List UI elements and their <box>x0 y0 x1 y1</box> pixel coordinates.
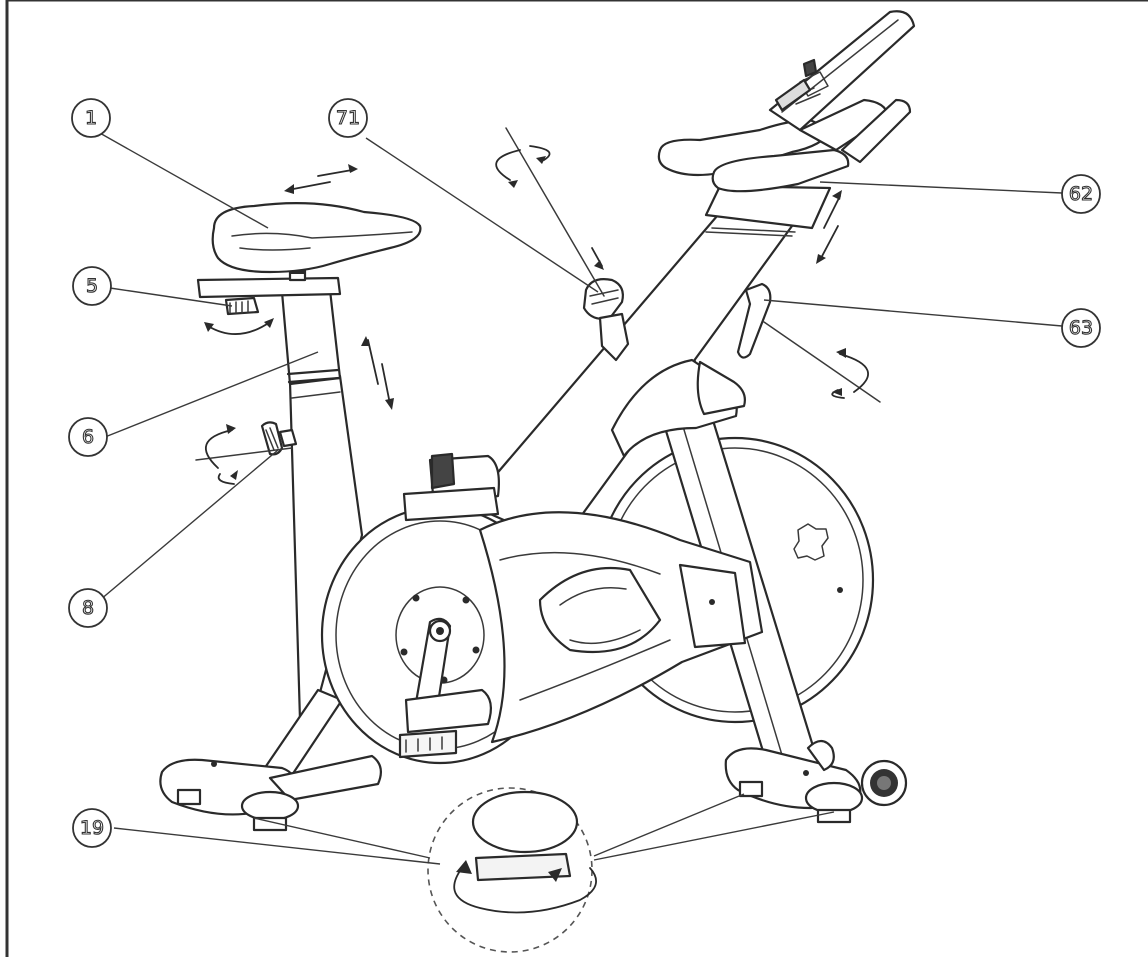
callout-5-label: 5 <box>86 275 98 297</box>
callout-5: 5 <box>72 266 112 306</box>
callout-8: 8 <box>68 588 108 628</box>
rear-stabilizer <box>159 754 383 832</box>
main-tube <box>468 193 802 547</box>
handlebar-height-lever <box>736 282 772 359</box>
handlebar <box>657 10 916 230</box>
leveler-detail <box>427 787 597 953</box>
seat <box>211 201 422 274</box>
callout-6-label: 6 <box>82 426 94 448</box>
leader-lines <box>97 131 1063 865</box>
callout-71-label: 71 <box>336 107 360 129</box>
callout-62: 62 <box>1061 174 1101 214</box>
crank-pedal <box>398 617 493 759</box>
motion-arrows <box>195 127 881 485</box>
frame <box>5 0 1148 957</box>
callout-63-label: 63 <box>1069 317 1093 339</box>
callout-63: 63 <box>1061 308 1101 348</box>
callout-6: 6 <box>68 417 108 457</box>
seat-post <box>280 288 342 386</box>
callouts: 1 5 6 8 19 62 63 71 <box>68 98 1101 848</box>
front-stabilizer <box>724 739 908 824</box>
belt-guard <box>320 505 764 765</box>
callout-62-label: 62 <box>1069 183 1093 205</box>
seat-slide-knob <box>224 296 260 316</box>
callout-1-label: 1 <box>85 107 97 129</box>
resistance-knob <box>582 278 630 362</box>
callout-71: 71 <box>328 98 368 138</box>
brake-housing <box>402 452 500 522</box>
callout-19-label: 19 <box>80 817 104 839</box>
callout-8-label: 8 <box>82 597 94 619</box>
callout-1: 1 <box>71 98 111 138</box>
callout-19: 19 <box>72 808 112 848</box>
